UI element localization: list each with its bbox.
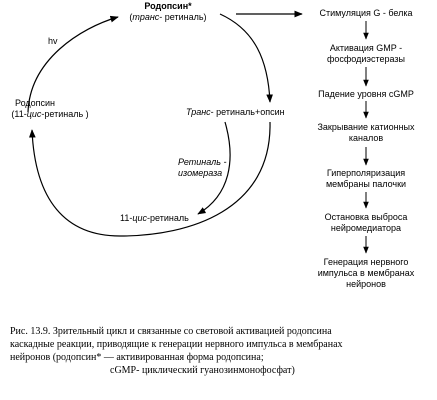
figure-caption: Рис. 13.9. Зрительный цикл и связанные с… [10,325,430,377]
isomerase-label-line2: изомераза [178,168,223,178]
caption-line-4: cGMP- циклический гуанозинмонофосфат) [110,365,295,376]
cascade-step-1: Стимуляция G - белка [319,8,413,18]
cis-retinal-prefix: 11- [120,213,133,223]
cascade-step-7: Генерация нервного импульса в мембранах … [317,257,415,289]
cascade-step-2: Активация GMP - фосфодиэстеразы [326,43,406,64]
rhodopsin-sublabel: (11-цис-ретиналь ) [0,109,100,120]
rhodopsin-active-sublabel: (транс- ретиналь) [116,12,220,23]
isomerase-label-line1: Ретиналь - [178,157,227,167]
hv-label: hv [48,36,58,46]
trans-opsin-italic: Транс [186,107,211,117]
cascade-step-3: Падение уровня cGMP [318,89,414,99]
cis-retinal-italic: цис [132,213,147,223]
cascade-step-5: Гиперполяризация мембраны палочки [325,168,407,189]
trans-opsin-label: Транс- ретиналь+опсин [186,107,285,118]
arrow-rhodopsin-active-to-trans [219,13,273,103]
arrow-trans-to-cis [197,121,231,215]
rhodopsin-active-label: Родопсин* [144,1,192,11]
rhodopsin-active-sub-rest: - ретиналь) [159,12,207,22]
rhodopsin-sub-italic: цис [26,109,42,119]
rhodopsin-active-sub-prefix: ( [129,12,133,22]
caption-line-1: Рис. 13.9. Зрительный цикл и связанные с… [10,326,332,337]
rhodopsin-sub-prefix: (11- [11,109,27,119]
caption-line-2: каскадные реакции, приводящие к генераци… [10,339,343,350]
rhodopsin-active-sub-italic: транс [132,12,160,22]
trans-opsin-rest: - ретиналь+опсин [210,107,285,117]
arrow-outer-cycle [28,121,271,237]
cascade-step-4: Закрывание катионных каналов [317,122,415,143]
cis-retinal-rest: -ретиналь [147,213,189,223]
rhodopsin-sub-rest: -ретиналь ) [41,109,89,119]
caption-line-3: нейронов (родопсин* — активированная фор… [10,352,264,363]
cascade-step-6: Остановка выброса нейромедиатора [324,212,408,233]
cis-retinal-label: 11-цис-ретиналь [120,213,189,224]
arrow-rhodopsin-to-rhodopsin-active [27,15,119,113]
rhodopsin-label: Родопсин [14,98,56,108]
